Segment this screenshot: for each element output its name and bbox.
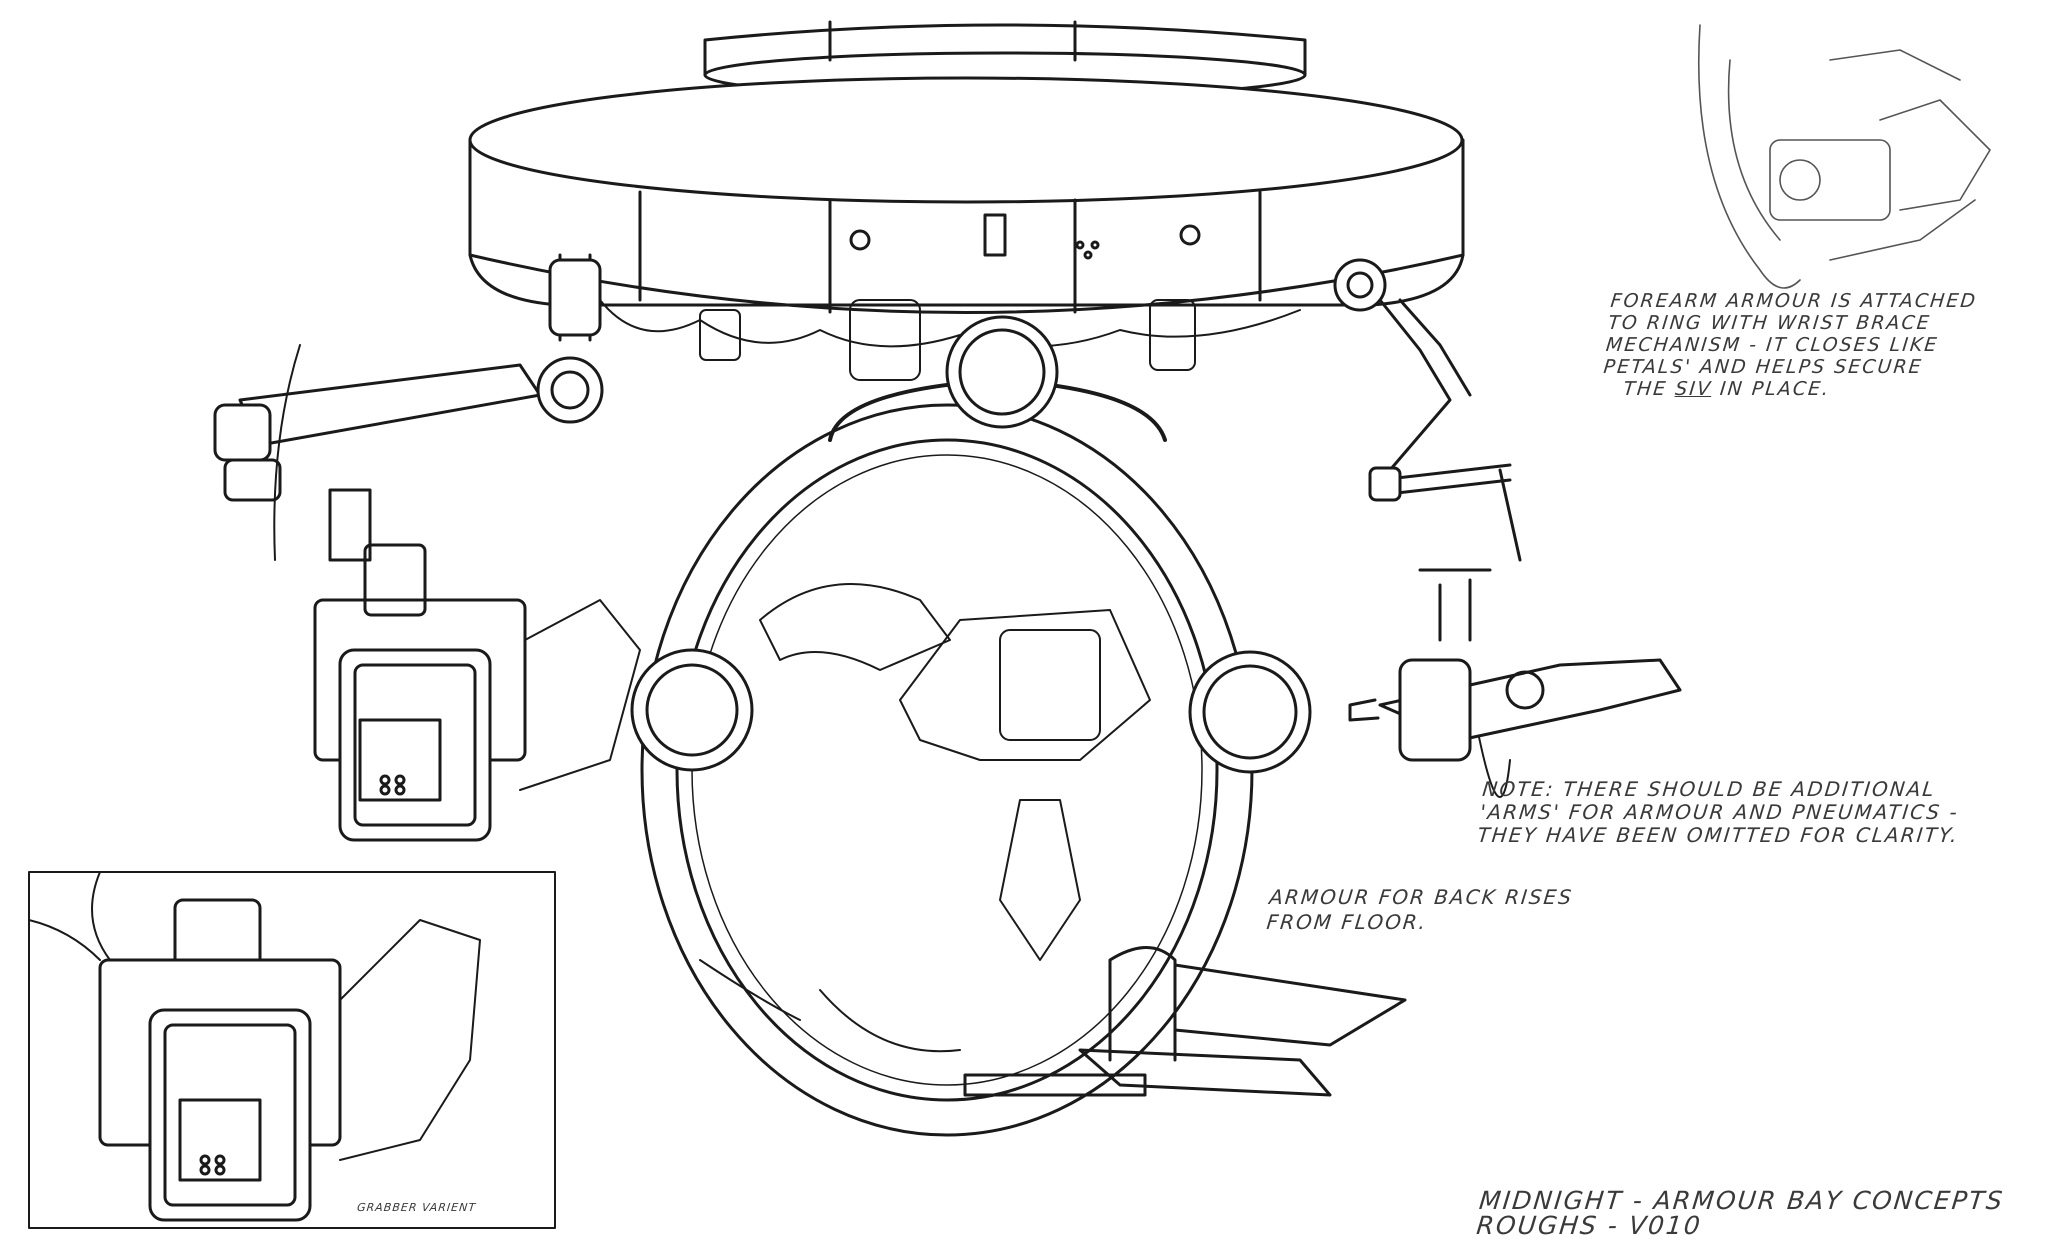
siv-emphasis: SIV bbox=[1674, 378, 1714, 400]
right-arm bbox=[1333, 258, 1522, 798]
title-line: Roughs - V010 bbox=[1475, 1211, 1704, 1240]
note-line: Forearm armour is attached bbox=[1609, 290, 1979, 312]
forearm-armour-sketch bbox=[1697, 24, 1991, 289]
inset-label: Grabber varient bbox=[356, 1201, 477, 1214]
note-line: to ring with wrist brace bbox=[1607, 312, 1932, 334]
ceiling-machinery bbox=[599, 299, 1301, 381]
left-grabber bbox=[313, 543, 641, 842]
forearm-armour-note: Forearm armour is attached to ring with … bbox=[1600, 290, 1979, 400]
note-text: the bbox=[1622, 378, 1677, 400]
note-line: they have been omitted for clarity. bbox=[1476, 823, 1961, 847]
ceiling-ring bbox=[468, 76, 1465, 314]
grabber-varient-inset bbox=[28, 871, 556, 1229]
right-forearm-clamp bbox=[1348, 568, 1682, 762]
title-block: Midnight - Armour Bay Concepts Roughs - … bbox=[1475, 1186, 2006, 1240]
floor-platform bbox=[963, 946, 1407, 1097]
note-line: Note: there should be additional bbox=[1481, 777, 1937, 801]
note-line: from floor. bbox=[1265, 910, 1429, 934]
left-arm bbox=[213, 253, 604, 562]
back-armour-note: Armour for back rises from floor. bbox=[1265, 885, 1574, 935]
armour-ring bbox=[630, 315, 1312, 1137]
note-line: petals' and helps secure bbox=[1602, 356, 1924, 378]
note-line: Armour for back rises bbox=[1268, 885, 1575, 909]
note-line: 'arms' for armour and pneumatics - bbox=[1478, 800, 1961, 824]
additional-arms-note: Note: there should be additional 'arms' … bbox=[1476, 777, 1964, 847]
note-line: mechanism - it closes like bbox=[1604, 334, 1940, 356]
note-text: in place. bbox=[1710, 378, 1832, 400]
note-line: the SIV in place. bbox=[1600, 378, 1969, 400]
armour-pieces bbox=[699, 583, 1151, 1053]
title-line: Midnight - Armour Bay Concepts bbox=[1477, 1186, 2006, 1215]
